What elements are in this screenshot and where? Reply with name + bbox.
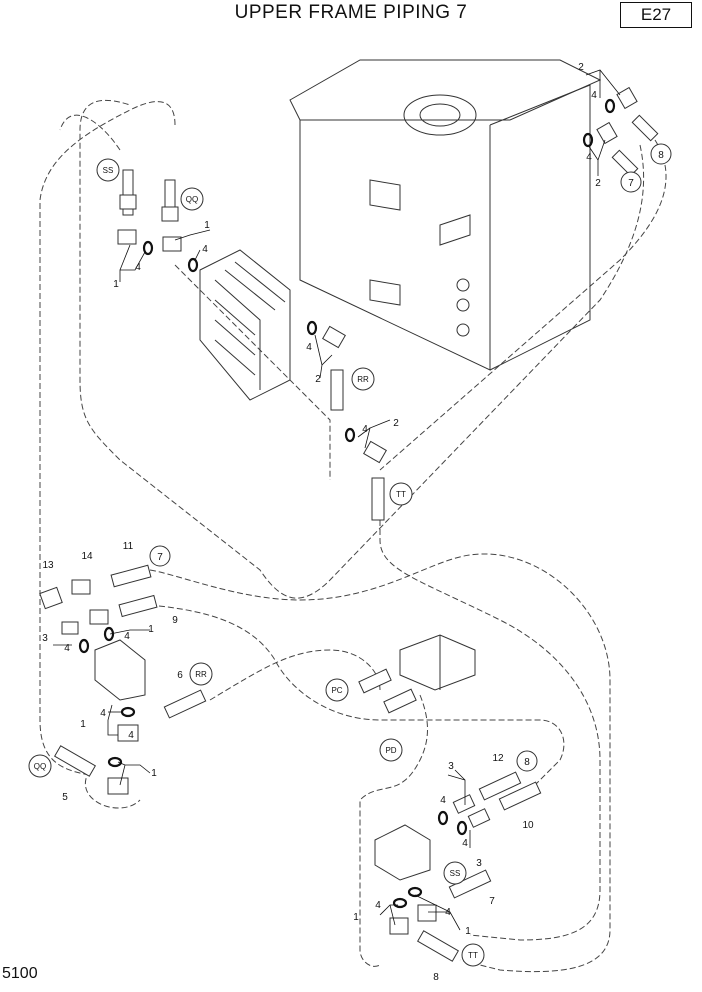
part-number: 11 — [123, 541, 134, 552]
callout-circle — [96, 158, 120, 182]
callout-text: RR — [357, 375, 369, 384]
part-number: 1 — [148, 624, 154, 635]
bracket-right — [374, 824, 431, 881]
part-number: 13 — [42, 560, 54, 571]
part-number: 8 — [433, 972, 439, 983]
part-number: 1 — [113, 279, 119, 290]
callout-circle — [189, 662, 213, 686]
fittings — [39, 86, 659, 962]
callout-text: 7 — [157, 552, 163, 563]
callout-text: QQ — [34, 762, 46, 771]
part-number: 4 — [462, 838, 468, 849]
callout-circle — [650, 143, 672, 165]
part-number: 2 — [315, 374, 321, 385]
part-number: 4 — [124, 631, 130, 642]
hydraulic-tank — [289, 59, 602, 371]
bracket-left — [94, 639, 146, 701]
part-number: 4 — [362, 424, 368, 435]
part-number: 4 — [135, 262, 141, 273]
part-number: 4 — [202, 244, 208, 255]
callout-circle — [351, 367, 375, 391]
part-number: 4 — [440, 795, 446, 806]
callout-text: 8 — [658, 150, 664, 161]
part-number: 1 — [204, 220, 210, 231]
callout-circle — [443, 861, 467, 885]
part-number: 2 — [393, 418, 399, 429]
sheet-number: 5100 — [2, 965, 38, 982]
part-number: 12 — [492, 753, 504, 764]
callout-circle — [325, 678, 349, 702]
part-number: 4 — [100, 708, 106, 719]
part-number: 4 — [445, 907, 451, 918]
callout-text: QQ — [186, 195, 198, 204]
part-number: 5 — [62, 792, 68, 803]
part-number: 4 — [306, 342, 312, 353]
callout-text: PD — [385, 746, 396, 755]
part-number: 3 — [476, 858, 482, 869]
part-number: 3 — [448, 761, 454, 772]
callout-text: RR — [195, 670, 207, 679]
part-number: 2 — [578, 62, 584, 73]
leader-lines — [53, 69, 621, 931]
part-number: 4 — [64, 643, 70, 654]
diagram-code-box: E27 — [620, 2, 692, 28]
part-number: 10 — [522, 820, 534, 831]
part-number: 1 — [151, 768, 157, 779]
hose-routes — [39, 99, 667, 973]
callout-text: TT — [396, 490, 406, 499]
part-number: 14 — [81, 551, 93, 562]
part-number: 7 — [489, 896, 495, 907]
callout-text: 7 — [628, 178, 634, 189]
callout-circle — [180, 187, 204, 211]
part-number: 2 — [595, 178, 601, 189]
part-number: 4 — [591, 90, 597, 101]
part-number: 4 — [375, 900, 381, 911]
callout-circle — [379, 738, 403, 762]
part-number: 4 — [128, 730, 134, 741]
callout-text: TT — [468, 951, 478, 960]
callout-circle — [389, 482, 413, 506]
o-rings — [78, 98, 616, 909]
callout-circle — [516, 750, 538, 772]
part-number: 6 — [177, 670, 183, 681]
part-number: 1 — [353, 912, 359, 923]
page-title: UPPER FRAME PIPING 7 — [234, 2, 468, 23]
callout-text: PC — [331, 686, 342, 695]
part-labels: 2 4 4 2 1 4 4 1 4 2 4 2 13 14 11 9 1 3 4… — [42, 62, 601, 983]
callout-bubbles — [28, 143, 672, 967]
main-control-valve — [199, 249, 291, 401]
part-number: 1 — [80, 719, 86, 730]
callout-text: SS — [103, 166, 114, 175]
callout-text: 8 — [524, 757, 530, 768]
callout-circle — [620, 171, 642, 193]
callout-circle — [149, 545, 171, 567]
callout-texts: SS QQ RR TT 8 7 7 RR QQ PC PD 8 SS TT — [34, 150, 664, 960]
part-number: 1 — [465, 926, 471, 937]
callout-circle — [461, 943, 485, 967]
pilot-valve-block — [399, 634, 476, 691]
part-number: 4 — [586, 152, 592, 163]
part-number: 9 — [172, 615, 178, 626]
callout-text: SS — [450, 869, 461, 878]
callout-circle — [28, 754, 52, 778]
part-number: 3 — [42, 633, 48, 644]
